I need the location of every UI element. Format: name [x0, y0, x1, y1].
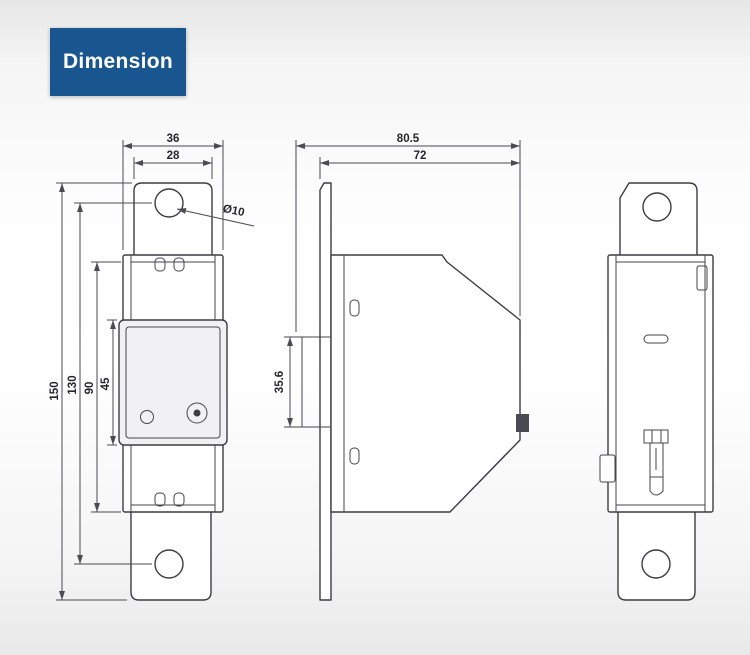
back-seal-latch	[696, 265, 708, 291]
side-terminal-slot	[349, 447, 360, 465]
front-dimensions: 36 28 Ø10 150 130 90 45	[49, 133, 255, 601]
din-clip-head	[643, 429, 669, 444]
back-vent-slot	[643, 334, 669, 344]
dimension-badge-label: Dimension	[62, 50, 174, 73]
side-view: 80.5 72 35.6	[274, 133, 529, 601]
front-bottom-mounting-hole	[154, 549, 184, 579]
dim-front-height-display: 45	[100, 377, 112, 390]
dimension-badge: Dimension	[50, 28, 186, 96]
back-top-mounting-hole	[642, 192, 672, 222]
dim-front-hole-diameter: Ø10	[222, 203, 246, 219]
back-view	[599, 182, 714, 601]
back-bottom-mounting-hole	[641, 549, 671, 579]
front-ir-port	[186, 402, 208, 424]
front-view: 36 28 Ø10 150 130 90 45	[49, 133, 255, 601]
dim-side-depth-body: 72	[414, 150, 427, 162]
dim-side-din-rail-height: 35.6	[274, 371, 286, 393]
hole-leader-line	[176, 208, 255, 227]
front-terminal-slot	[173, 257, 185, 272]
dim-front-width-tab: 28	[167, 150, 180, 162]
front-display-window	[125, 326, 221, 439]
din-clip-hook	[649, 477, 664, 496]
front-ir-port-dot	[193, 409, 201, 417]
front-terminal-slot	[154, 492, 166, 507]
front-top-mounting-hole	[154, 188, 184, 218]
dim-front-width-body: 36	[167, 133, 180, 145]
dim-front-height-hole-centers: 130	[67, 375, 79, 394]
front-top-mounting-tab	[133, 182, 213, 256]
front-display-panel	[118, 319, 228, 446]
side-sealing-screw	[516, 414, 529, 432]
side-mounting-plate	[319, 182, 332, 601]
front-terminal-slot	[173, 492, 185, 507]
front-button	[140, 410, 154, 424]
side-dimensions: 80.5 72 35.6	[274, 133, 521, 427]
back-body	[607, 254, 714, 513]
dim-front-height-total: 150	[49, 381, 61, 400]
front-terminal-slot	[154, 257, 166, 272]
dim-side-depth-total: 80.5	[397, 133, 420, 145]
dim-front-height-body: 90	[84, 382, 96, 395]
din-clip-release-tab	[599, 454, 616, 483]
side-body-profile	[330, 254, 521, 513]
side-terminal-slot	[349, 299, 360, 317]
